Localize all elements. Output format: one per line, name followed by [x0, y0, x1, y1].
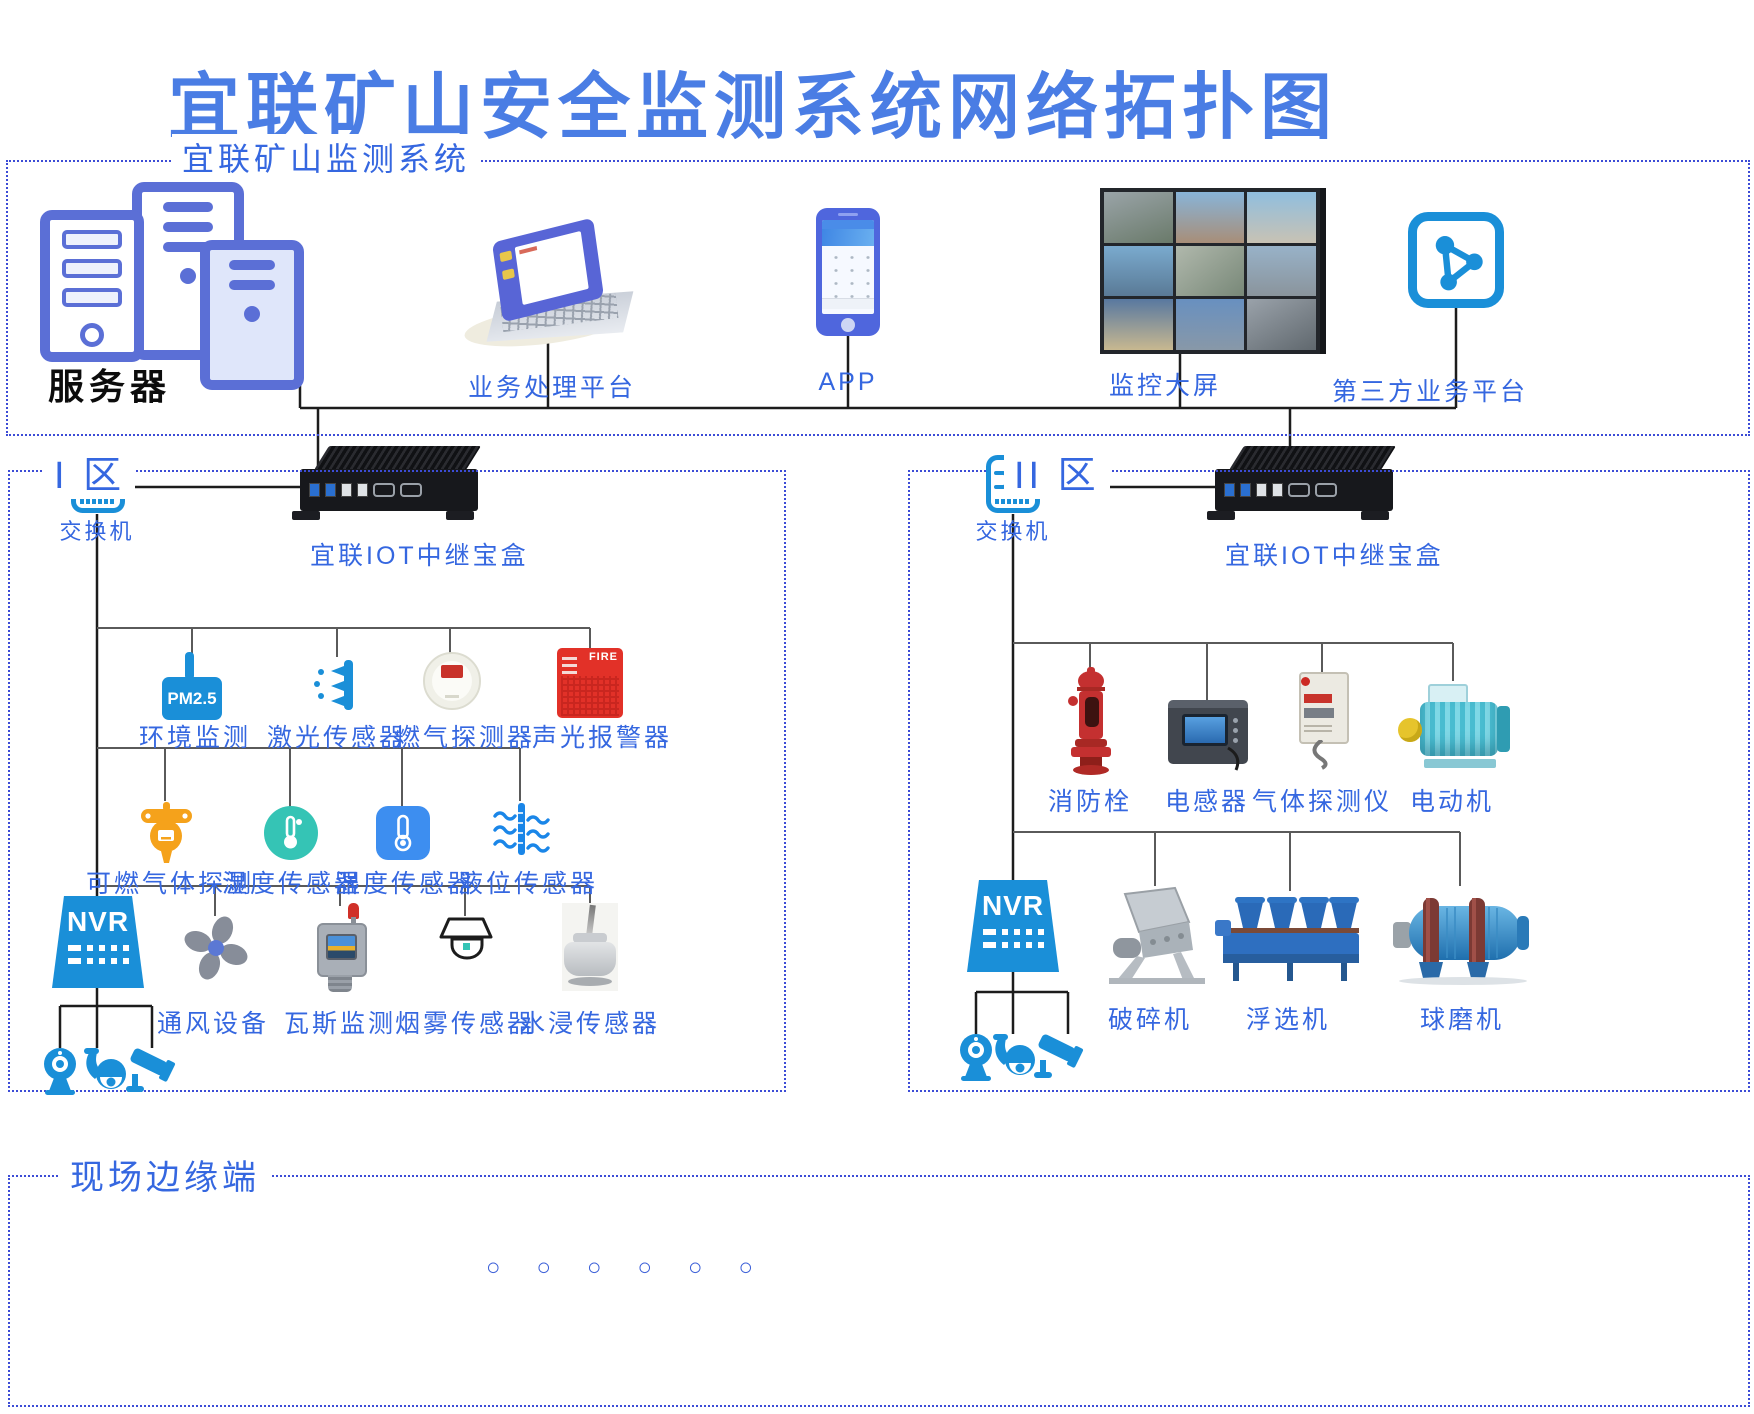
zone2-row1-label-1: 电感器 — [1164, 788, 1249, 816]
server-icon — [40, 182, 304, 390]
laptop-icon — [462, 217, 642, 354]
zone2-row1-label-2: 气体探测仪 — [1251, 788, 1392, 816]
zone1-iot-box-icon — [292, 446, 481, 522]
platform-section-label: 宜联矿山监测系统 — [172, 134, 481, 180]
zone1-switch-label: 交换机 — [59, 519, 135, 544]
video-wall-icon — [1100, 188, 1320, 354]
zone1-box — [8, 470, 786, 1092]
third-party-icon — [1408, 212, 1504, 308]
bullet-camera-icon — [126, 1048, 176, 1092]
third-party-label: 第三方业务平台 — [1331, 378, 1528, 406]
zone2-iot-label: 宜联IOT中继宝盒 — [1225, 542, 1444, 570]
fire-text: FIRE — [588, 651, 618, 663]
inductor-icon — [1168, 700, 1248, 771]
iot-ports — [300, 469, 478, 511]
laptop-label: 业务处理平台 — [468, 374, 637, 402]
zone1-row2-label-0: 可燃气体探测 — [85, 870, 254, 898]
ventilation-fan-icon — [184, 916, 248, 980]
dome-camera-icon — [84, 1048, 126, 1089]
flammable-gas-detector-icon — [141, 802, 192, 863]
zone2-label: II 区 — [1004, 444, 1110, 499]
pm25-text: PM2.5 — [162, 677, 222, 720]
edge-ellipsis-dots: ○○○○○○ — [486, 1254, 789, 1281]
zone2-nvr-icon: NVR — [967, 880, 1059, 972]
zone1-row2-label-1: 湿度传感器 — [221, 870, 362, 898]
zone1-nvr-icon: NVR — [52, 896, 144, 988]
zone2-box — [908, 470, 1750, 1092]
zone1-row3-label-3: 水浸传感器 — [519, 1010, 660, 1038]
app-phone-icon — [816, 208, 880, 336]
zone1-label: I 区 — [44, 444, 136, 499]
electric-motor-icon — [1398, 680, 1510, 772]
bullet-camera-icon — [1034, 1034, 1084, 1078]
laser-sensor-icon — [314, 660, 353, 710]
zone1-row3-label-1: 瓦斯监测 — [283, 1010, 396, 1038]
server-tower-left — [40, 210, 144, 362]
zone1-row2-label-3: 液位传感器 — [457, 870, 598, 898]
ball-mill-icon — [1393, 898, 1529, 985]
smoke-sensor-icon — [439, 917, 493, 960]
zone2-row2-label-1: 浮选机 — [1245, 1006, 1330, 1034]
zone2-row1-label-0: 消防栓 — [1047, 788, 1132, 816]
zone2-row2-label-0: 破碎机 — [1107, 1006, 1192, 1034]
flotation-machine-icon — [1215, 897, 1359, 981]
nvr-text: NVR — [66, 906, 130, 937]
edge-section-box — [8, 1175, 1750, 1407]
humidity-sensor-teal-icon — [264, 806, 318, 860]
level-sensor-icon — [493, 803, 550, 855]
humidity-sensor-blue-icon — [376, 806, 430, 860]
phone-home-button — [841, 318, 855, 332]
zone1-row1-label-2: 燃气探测器 — [394, 724, 535, 752]
methane-monitor-icon — [317, 903, 367, 993]
webcam-icon — [44, 1048, 76, 1095]
gas-detector-icon — [423, 652, 481, 710]
video-wall-label: 监控大屏 — [1108, 372, 1221, 400]
edge-section-label: 现场边缘端 — [60, 1150, 270, 1199]
water-immersion-sensor-icon — [562, 903, 618, 991]
zone1-row1-label-1: 激光传感器 — [266, 724, 407, 752]
phone-screen — [822, 220, 874, 314]
webcam-icon — [960, 1034, 992, 1081]
gas-analyzer-icon — [1296, 672, 1349, 772]
zone1-row2-label-2: 湿度传感器 — [334, 870, 475, 898]
zone1-row3-label-2: 烟雾传感器 — [394, 1010, 535, 1038]
app-label: APP — [818, 368, 878, 396]
zone2-switch-label: 交换机 — [975, 519, 1051, 544]
zone2-iot-box-icon — [1207, 446, 1396, 522]
zone2-row1-label-3: 电动机 — [1409, 788, 1494, 816]
zone1-row3-label-0: 通风设备 — [156, 1010, 269, 1038]
fire-hydrant-icon — [1068, 667, 1111, 775]
share-nodes-glyph — [1435, 236, 1483, 291]
zone2-row2-label-2: 球磨机 — [1419, 1006, 1504, 1034]
server-tower-right — [200, 240, 304, 390]
nvr-text: NVR — [981, 890, 1045, 921]
iot-ports — [1215, 469, 1393, 511]
server-label: 服务器 — [48, 366, 172, 407]
crusher-icon — [1109, 886, 1205, 984]
sound-light-alarm-icon: FIRE — [557, 648, 623, 718]
platform-section-box — [6, 160, 1750, 436]
pm25-sensor-icon: PM2.5 — [162, 652, 222, 720]
zone1-row1-label-3: 声光报警器 — [531, 724, 672, 752]
zone1-iot-label: 宜联IOT中继宝盒 — [310, 542, 529, 570]
dome-camera-icon — [993, 1034, 1035, 1075]
zone1-row1-label-0: 环境监测 — [138, 724, 251, 752]
